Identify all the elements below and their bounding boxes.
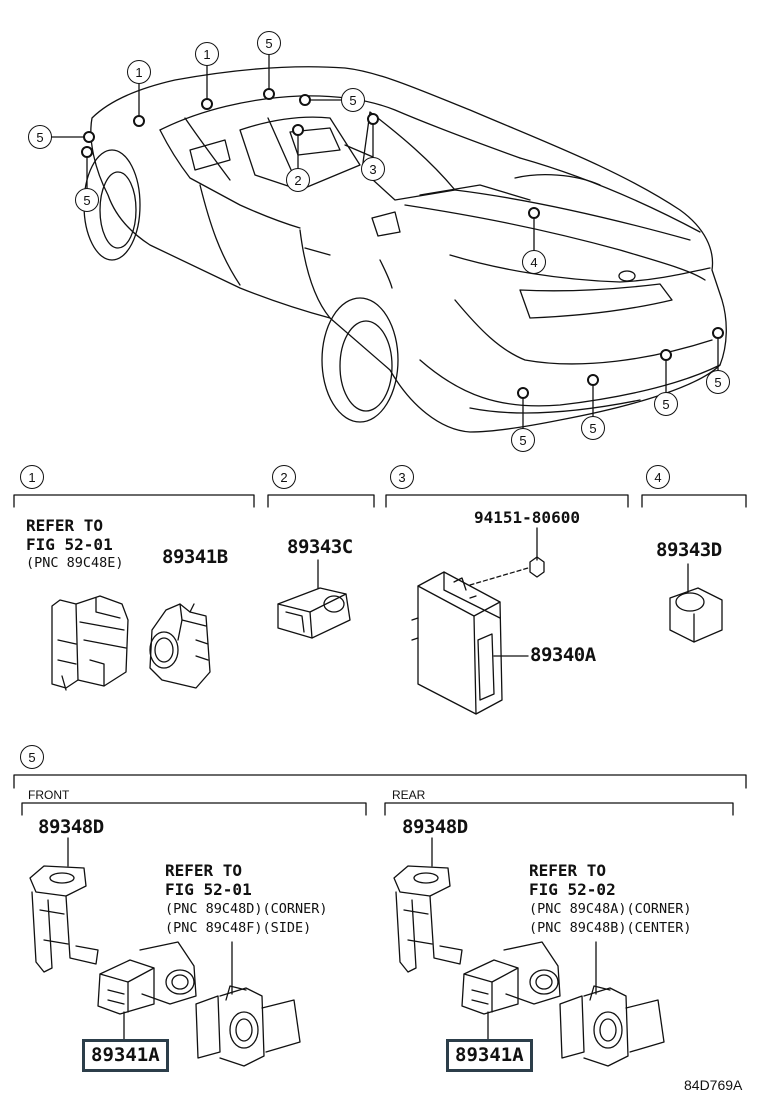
front-refer-sensor-drawing	[195, 941, 301, 1067]
callout-5-d: 5	[341, 88, 365, 112]
rear-bracket-part-label: 89348D	[402, 816, 468, 838]
sensor-markers	[81, 88, 724, 399]
callout-1-b: 1	[195, 42, 219, 66]
callout-1-a: 1	[127, 60, 151, 84]
part-89341b-label: 89341B	[162, 546, 228, 568]
section-1-refer-pnc: (PNC 89C48E)	[26, 555, 124, 571]
rear-refer-sensor-drawing	[559, 941, 665, 1067]
front-label: FRONT	[28, 788, 70, 802]
sensor-part-89343c-drawing	[277, 559, 351, 639]
rear-sensor-drawing	[461, 941, 561, 1041]
callout-5-e: 5	[511, 428, 535, 452]
section-brackets	[13, 494, 747, 816]
callout-5-b: 5	[28, 125, 52, 149]
rear-pnc-line2: (PNC 89C48B)(CENTER)	[529, 920, 692, 936]
section-2-number: 2	[272, 465, 296, 489]
callout-5-g: 5	[654, 392, 678, 416]
rear-label: REAR	[392, 788, 426, 802]
rear-bracket-drawing	[393, 837, 463, 973]
sensor-part-89341b-drawing	[149, 603, 211, 689]
car-illustration	[83, 66, 727, 433]
rear-refer-line1: REFER TO	[529, 861, 607, 880]
sensor-part-89343d-drawing	[669, 563, 723, 643]
front-pnc-line1: (PNC 89C48D)(CORNER)	[165, 901, 328, 917]
section-1-refer-line1: REFER TO	[26, 516, 104, 535]
part-89343d-label: 89343D	[656, 539, 722, 561]
section-3-number: 3	[390, 465, 414, 489]
callout-5-c: 5	[75, 188, 99, 212]
callout-3: 3	[361, 157, 385, 181]
callout-5-f: 5	[581, 416, 605, 440]
front-sensor-part-label: 89341A	[82, 1039, 169, 1072]
section-5-number: 5	[20, 745, 44, 769]
part-89343c-label: 89343C	[287, 536, 353, 558]
callout-5-h: 5	[706, 370, 730, 394]
front-sensor-drawing	[97, 941, 197, 1041]
rear-sensor-part-label: 89341A	[446, 1039, 533, 1072]
callout-2: 2	[286, 168, 310, 192]
illustration-code: 84D769A	[684, 1077, 743, 1093]
front-pnc-line2: (PNC 89C48F)(SIDE)	[165, 920, 312, 936]
front-refer-line2: FIG 52-01	[165, 880, 252, 899]
leader-lines	[51, 54, 719, 429]
sensor-part-89c48e-drawing	[51, 595, 129, 691]
rear-pnc-line1: (PNC 89C48A)(CORNER)	[529, 901, 692, 917]
section-4-number: 4	[646, 465, 670, 489]
section-1-number: 1	[20, 465, 44, 489]
section-1-refer-line2: FIG 52-01	[26, 535, 113, 554]
front-bracket-drawing	[29, 837, 99, 973]
rear-refer-line2: FIG 52-02	[529, 880, 616, 899]
callout-4: 4	[522, 250, 546, 274]
front-refer-line1: REFER TO	[165, 861, 243, 880]
part-94151-80600-label: 94151-80600	[474, 508, 580, 527]
callout-5-a: 5	[257, 31, 281, 55]
front-bracket-part-label: 89348D	[38, 816, 104, 838]
part-89340a-label: 89340A	[530, 644, 596, 666]
nut-and-ecu-drawing	[411, 527, 545, 715]
